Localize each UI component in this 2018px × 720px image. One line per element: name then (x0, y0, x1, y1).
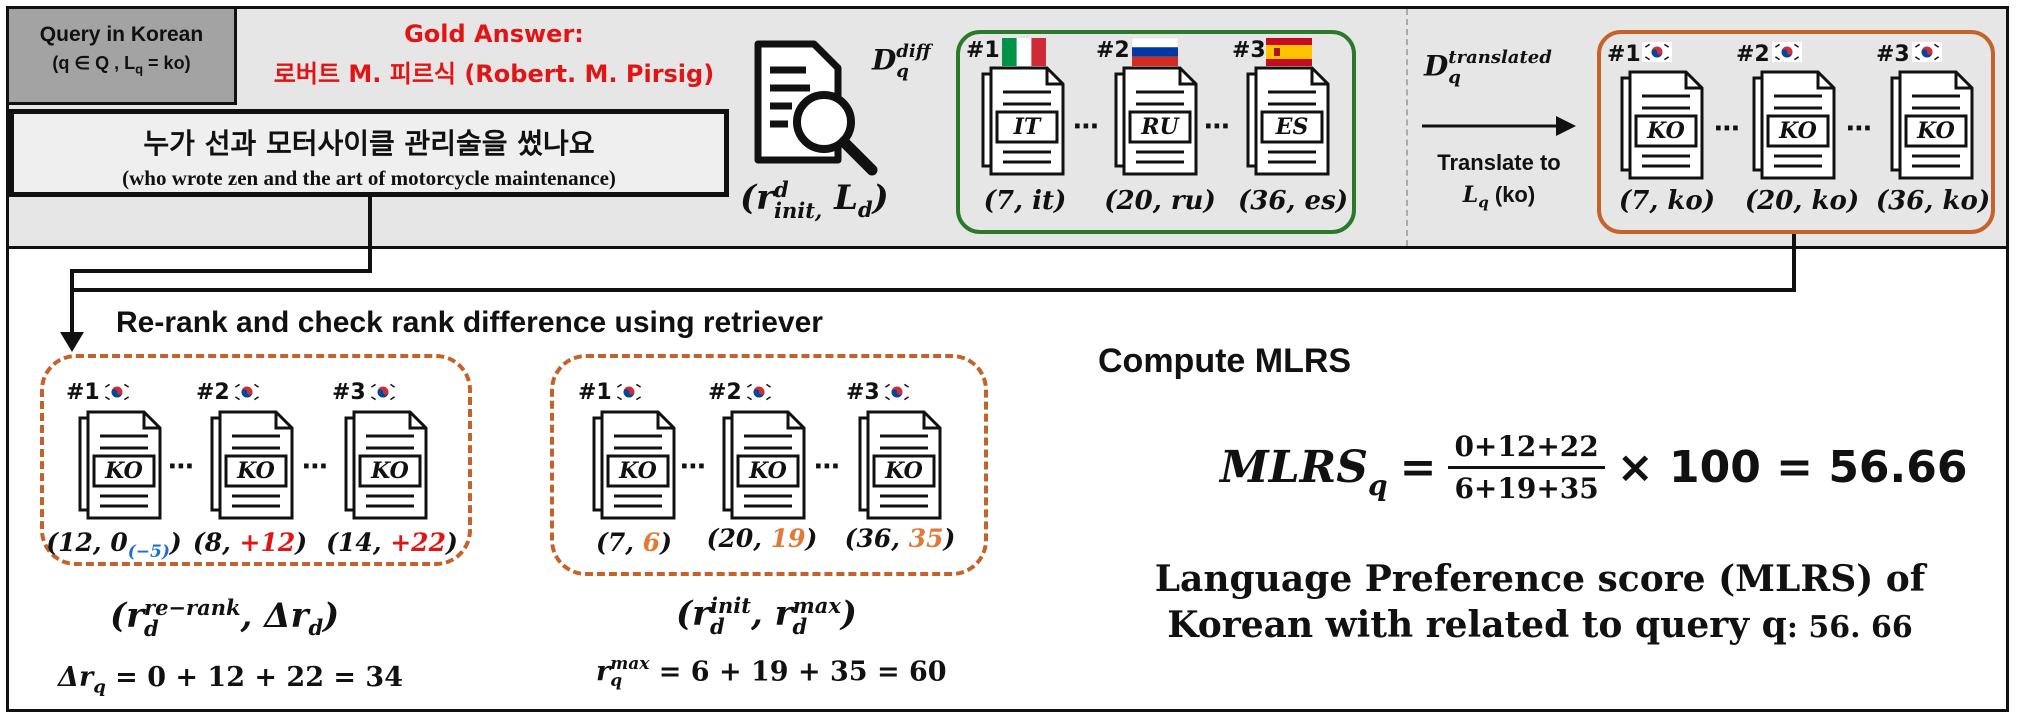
max-doc-2-caption: (20, 19) (706, 524, 818, 553)
diff-doc-3-caption: (36, es) (1237, 186, 1349, 216)
ellipsis: ⋯ (1204, 112, 1230, 142)
diff-doc-2-caption: (20, ru) (1104, 186, 1216, 216)
max-rank-docs-group (550, 354, 988, 576)
gold-answer-value: 로버트 M. 피르식 (Robert. M. Pirsig) (273, 60, 715, 88)
mlrs-fraction: 0+12+22 6+19+35 (1448, 430, 1605, 505)
rerank-doc-2-rank: #2 (196, 380, 230, 405)
korea-flag-icon (368, 382, 398, 402)
diff-doc-3-rank: #3 (1232, 38, 1266, 63)
max-doc-2-lang: KO (749, 458, 787, 484)
rerank-doc-1-caption: (12, 0(−5)) (46, 528, 182, 562)
korea-flag-icon (1642, 42, 1672, 62)
figure-frame (6, 6, 2009, 712)
korea-flag-icon (614, 382, 644, 402)
trans-doc-1-caption: (7, ko) (1618, 186, 1716, 216)
spain-flag-icon (1266, 38, 1312, 66)
rerank-docs-group (40, 354, 472, 566)
italy-flag-icon (1002, 38, 1046, 66)
translate-target-label: Lq (ko) (1462, 182, 1536, 212)
ellipsis: ⋯ (302, 452, 328, 482)
korean-query-box: 누가 선과 모터사이클 관리술을 썼나요 (who wrote zen and … (9, 109, 729, 197)
ellipsis: ⋯ (168, 452, 194, 482)
max-doc-2-rank: #2 (708, 380, 742, 405)
max-doc-3-rank: #3 (846, 380, 880, 405)
korea-flag-icon (232, 382, 262, 402)
connector-horizontal-right (74, 288, 1796, 292)
query-subtitle: (q ∈ Q , Lq = ko) (52, 53, 191, 77)
korea-flag-icon (882, 382, 912, 402)
query-language-box: Query in Korean (q ∈ Q , Lq = ko) (9, 9, 237, 105)
translated-docs-group (1597, 30, 1995, 234)
ellipsis: ⋯ (1846, 114, 1872, 144)
rerank-sum: Δrq = 0 + 12 + 22 = 34 (58, 662, 403, 698)
document-search-icon (754, 40, 878, 176)
diff-doc-2-rank: #2 (1096, 38, 1130, 63)
rerank-doc-2-caption: (8, +12) (192, 528, 308, 557)
mlrs-description-line-2: Korean with related to query q: 56. 66 (1167, 604, 1913, 646)
diff-doc-3-lang: ES (1275, 114, 1309, 140)
diff-doc-1-lang: IT (1013, 114, 1041, 140)
trans-doc-3-caption: (36, ko) (1875, 186, 1991, 216)
connector-vertical-left (368, 197, 372, 273)
gold-answer-label: Gold Answer: (404, 20, 584, 48)
trans-doc-3-lang: KO (1917, 118, 1955, 144)
diff-doc-1-caption: (7, it) (983, 186, 1067, 216)
korean-query-text: 누가 선과 모터사이클 관리술을 썼나요 (143, 127, 595, 160)
max-doc-1-rank: #1 (578, 380, 612, 405)
ellipsis: ⋯ (814, 452, 840, 482)
trans-doc-2-caption: (20, ko) (1744, 186, 1860, 216)
translate-arrow-icon (1422, 116, 1576, 136)
rerank-doc-3-rank: #3 (332, 380, 366, 405)
korea-flag-icon (1772, 42, 1802, 62)
query-title: Query in Korean (39, 23, 204, 46)
russia-flag-icon (1132, 38, 1178, 66)
rerank-doc-1-rank: #1 (66, 380, 100, 405)
trans-doc-2-rank: #2 (1736, 42, 1770, 67)
trans-doc-2-lang: KO (1779, 118, 1817, 144)
rerank-doc-1-lang: KO (105, 458, 143, 484)
max-doc-1-lang: KO (619, 458, 657, 484)
connector-horizontal-left (70, 269, 372, 273)
rerank-doc-2-lang: KO (237, 458, 275, 484)
rerank-heading: Re-rank and check rank difference using … (116, 306, 823, 339)
ellipsis: ⋯ (1714, 114, 1740, 144)
english-query-text: (who wrote zen and the art of motorcycle… (122, 166, 616, 190)
korea-flag-icon (744, 382, 774, 402)
diff-language-docs-group (956, 30, 1356, 234)
max-doc-3-lang: KO (885, 458, 923, 484)
trans-doc-1-lang: KO (1647, 118, 1685, 144)
ellipsis: ⋯ (680, 452, 706, 482)
panel-divider (1406, 9, 1408, 246)
connector-down-left (70, 269, 74, 339)
trans-doc-1-rank: #1 (1607, 42, 1641, 67)
translate-label: Translate to (1437, 150, 1561, 175)
connector-vertical-right (1792, 234, 1796, 292)
ellipsis: ⋯ (1073, 112, 1099, 142)
mlrs-heading: Compute MLRS (1098, 342, 1352, 380)
trans-doc-3-rank: #3 (1876, 42, 1910, 67)
rerank-doc-3-caption: (14, +22) (326, 528, 458, 557)
arrow-head-down-icon (60, 332, 84, 352)
max-doc-1-caption: (7, 6) (596, 528, 672, 557)
rerank-doc-3-lang: KO (371, 458, 409, 484)
mlrs-description-line-1: Language Preference score (MLRS) of (1154, 558, 1926, 600)
korea-flag-icon (1912, 42, 1942, 62)
diff-doc-2-lang: RU (1141, 114, 1179, 140)
diff-doc-1-rank: #1 (966, 38, 1000, 63)
max-doc-3-caption: (36, 35) (844, 524, 956, 553)
korea-flag-icon (102, 382, 132, 402)
